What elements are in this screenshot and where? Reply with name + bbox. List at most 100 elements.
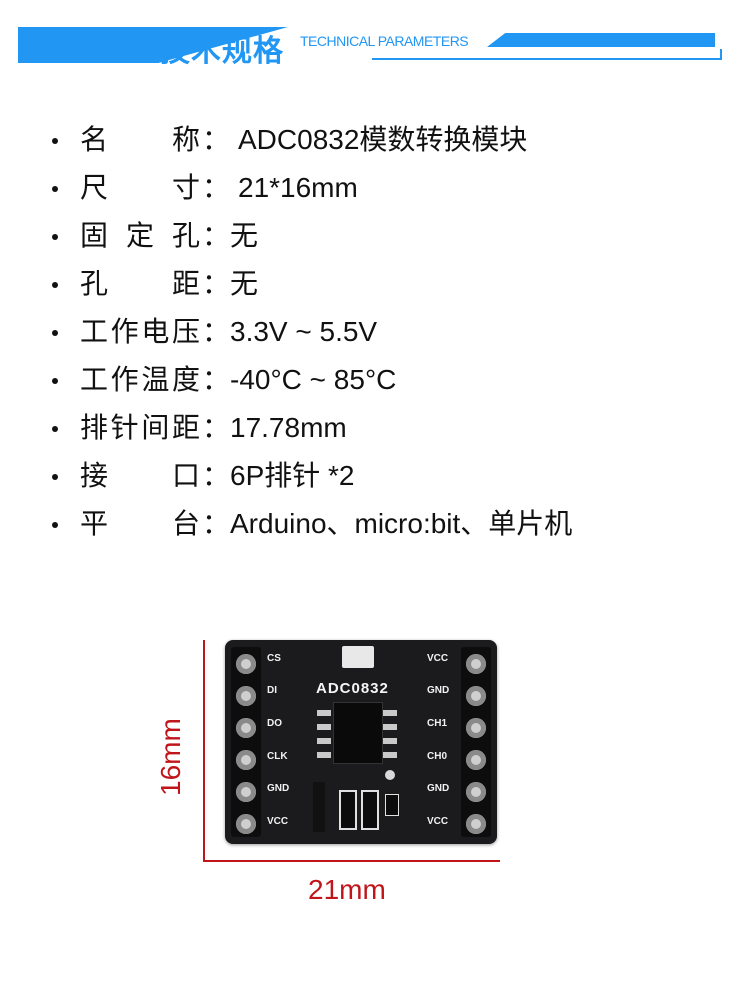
header-pin bbox=[466, 750, 486, 770]
header-pin bbox=[466, 814, 486, 834]
left-pin-label: CLK bbox=[267, 751, 288, 762]
header-pin bbox=[466, 686, 486, 706]
header-banner-right bbox=[487, 33, 715, 47]
spec-label-char: 电 bbox=[141, 315, 170, 348]
spec-label-char: 定 bbox=[125, 219, 154, 252]
spec-label-char: 接 bbox=[80, 459, 109, 492]
bullet-icon bbox=[52, 234, 58, 240]
spec-colon: ： bbox=[202, 363, 231, 396]
chip-name-silkscreen: ADC0832 bbox=[316, 680, 389, 697]
spec-value: 无 bbox=[230, 220, 259, 251]
spec-colon: ： bbox=[202, 123, 231, 156]
spec-label: 尺寸 bbox=[80, 166, 200, 210]
bullet-icon bbox=[52, 474, 58, 480]
spec-value: -40°C ~ 85°C bbox=[230, 364, 397, 395]
right-pin-label: VCC bbox=[427, 816, 449, 827]
bullet-icon bbox=[52, 186, 58, 192]
header-pin bbox=[236, 814, 256, 834]
spec-colon: ： bbox=[202, 267, 231, 300]
spec-label-char: 平 bbox=[80, 507, 109, 540]
right-pin-label: CH0 bbox=[427, 751, 448, 762]
spec-value: 无 bbox=[230, 268, 259, 299]
right-pin-label: CH1 bbox=[427, 718, 448, 729]
adc-chip bbox=[333, 702, 383, 764]
chip-leg bbox=[383, 738, 397, 744]
left-pin-header bbox=[231, 647, 261, 837]
spec-colon: ： bbox=[202, 507, 231, 540]
spec-label-char: 排 bbox=[80, 411, 109, 444]
chip-leg bbox=[383, 710, 397, 716]
spec-label: 排针间距 bbox=[80, 406, 200, 450]
spec-label-char: 尺 bbox=[80, 171, 109, 204]
left-pin-label: DI bbox=[267, 685, 277, 696]
header-pin bbox=[466, 654, 486, 674]
spec-colon: ： bbox=[202, 459, 231, 492]
spec-colon: ： bbox=[202, 411, 231, 444]
chip-leg bbox=[317, 752, 331, 758]
bullet-icon bbox=[52, 138, 58, 144]
spec-value: 21*16mm bbox=[238, 172, 358, 203]
width-dimension-label: 21mm bbox=[308, 874, 386, 905]
section-title: 技术规格 bbox=[160, 34, 284, 69]
spec-label-char: 针 bbox=[110, 411, 139, 444]
spec-label-char: 固 bbox=[80, 219, 109, 252]
header-pin bbox=[236, 782, 256, 802]
left-pin-label: GND bbox=[267, 783, 290, 794]
right-pin-label: GND bbox=[427, 685, 450, 696]
bullet-icon bbox=[52, 282, 58, 288]
header-pin bbox=[236, 654, 256, 674]
spec-value: 17.78mm bbox=[230, 412, 347, 443]
spec-value: Arduino、micro:bit、单片机 bbox=[230, 508, 573, 539]
bullet-icon bbox=[52, 378, 58, 384]
chip-leg bbox=[317, 724, 331, 730]
spec-label-char: 称 bbox=[171, 123, 200, 156]
spec-label-char: 间 bbox=[141, 411, 170, 444]
header-pin bbox=[236, 750, 256, 770]
spec-label-char: 孔 bbox=[171, 219, 200, 252]
bullet-icon bbox=[52, 330, 58, 336]
height-dimension-label: 16mm bbox=[155, 718, 186, 796]
spec-label-char: 孔 bbox=[80, 267, 109, 300]
spec-label-char: 寸 bbox=[171, 171, 200, 204]
spec-value: ADC0832模数转换模块 bbox=[238, 124, 528, 155]
spec-label-char: 距 bbox=[171, 411, 200, 444]
spec-label: 接口 bbox=[80, 454, 200, 498]
right-pin-label: GND bbox=[427, 783, 450, 794]
regulator bbox=[313, 782, 325, 832]
board-pad bbox=[385, 770, 395, 780]
spec-label: 平台 bbox=[80, 502, 200, 546]
spec-label-char: 距 bbox=[171, 267, 200, 300]
spec-label-char: 作 bbox=[110, 315, 139, 348]
spec-label-char: 作 bbox=[110, 363, 139, 396]
spec-label-char: 压 bbox=[171, 315, 200, 348]
chip-leg bbox=[383, 752, 397, 758]
spec-colon: ： bbox=[202, 315, 231, 348]
spec-colon: ： bbox=[202, 219, 231, 252]
header-underline bbox=[372, 49, 722, 60]
spec-label-char: 温 bbox=[141, 363, 170, 396]
spec-label: 名称 bbox=[80, 118, 200, 162]
spec-colon: ： bbox=[202, 171, 231, 204]
spec-label-char: 工 bbox=[80, 363, 109, 396]
capacitor bbox=[339, 790, 357, 830]
spec-label: 工作温度 bbox=[80, 358, 200, 402]
resistor bbox=[385, 794, 399, 816]
spec-value: 6P排针 *2 bbox=[230, 460, 355, 491]
spec-label-char: 台 bbox=[171, 507, 200, 540]
spec-value: 3.3V ~ 5.5V bbox=[230, 316, 378, 347]
spec-label-char: 工 bbox=[80, 315, 109, 348]
right-pin-header bbox=[461, 647, 491, 837]
bullet-icon bbox=[52, 522, 58, 528]
header-pin bbox=[236, 686, 256, 706]
spec-label: 工作电压 bbox=[80, 310, 200, 354]
chip-leg bbox=[317, 738, 331, 744]
power-led bbox=[342, 646, 374, 668]
section-subtitle: TECHNICAL PARAMETERS bbox=[300, 33, 469, 49]
spec-label-char: 度 bbox=[171, 363, 200, 396]
header-pin bbox=[466, 782, 486, 802]
height-dimension-line bbox=[203, 640, 205, 862]
chip-leg bbox=[383, 724, 397, 730]
header-pin bbox=[236, 718, 256, 738]
bullet-icon bbox=[52, 426, 58, 432]
spec-label: 孔距 bbox=[80, 262, 200, 306]
